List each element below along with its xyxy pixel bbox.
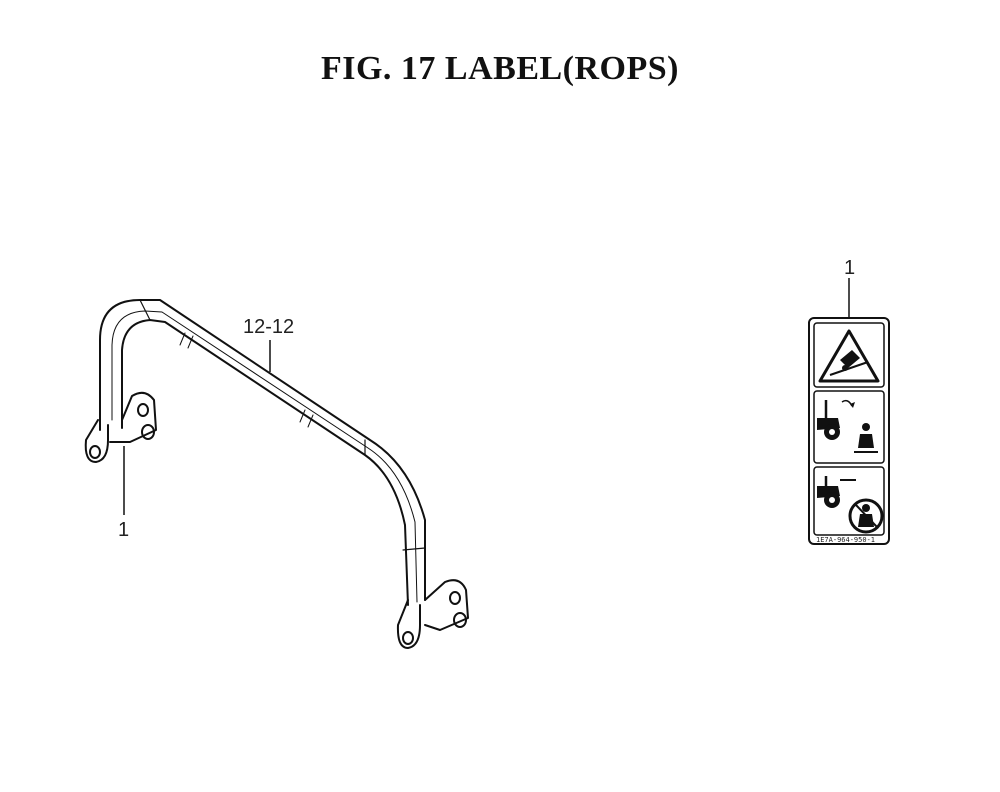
rops-upright-seated-operator-icon — [813, 390, 885, 464]
callout-decal: 1 — [844, 257, 855, 279]
rollover-warning-icon — [813, 322, 885, 388]
callout-rops-label-position: 1 — [118, 519, 129, 541]
page-title: FIG. 17 LABEL(ROPS) — [320, 50, 680, 87]
seatbelt-operator-icon — [813, 466, 885, 536]
callout-rops-bar: 12-12 — [243, 316, 294, 338]
decal-part-number: 1E7A-964-950-1 — [816, 536, 875, 544]
rops-decal: 1E7A-964-950-1 — [808, 317, 890, 545]
rops-bar — [84, 299, 469, 649]
leader-lines — [123, 278, 850, 515]
